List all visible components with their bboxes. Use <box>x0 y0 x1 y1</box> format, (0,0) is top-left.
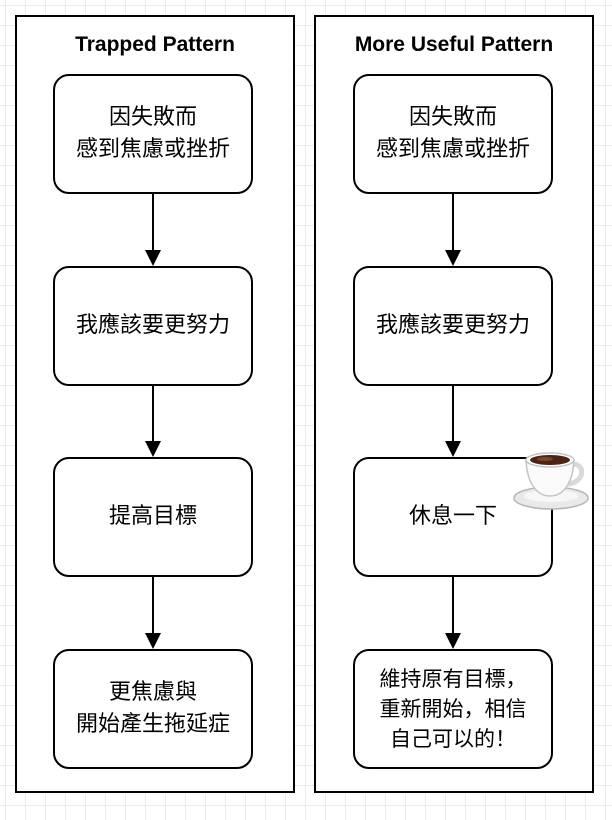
coffee-cup-icon <box>513 452 589 510</box>
panel-title-trapped: Trapped Pattern <box>75 33 235 56</box>
right-arrow-1 <box>445 194 461 266</box>
right-step-4-box: 維持原有目標， 重新開始，相信 自己可以的！ <box>353 649 553 769</box>
left-step-4-box: 更焦慮與 開始產生拖延症 <box>53 649 253 769</box>
left-arrow-3 <box>145 577 161 649</box>
right-arrow-3 <box>445 577 461 649</box>
panel-title-useful: More Useful Pattern <box>354 33 554 56</box>
right-step-1-box: 因失敗而 感到焦慮或挫折 <box>353 74 553 194</box>
left-step-2-box: 我應該要更努力 <box>53 266 253 386</box>
right-step-2-box: 我應該要更努力 <box>353 266 553 386</box>
left-step-1-box: 因失敗而 感到焦慮或挫折 <box>53 74 253 194</box>
left-step-3-box: 提高目標 <box>53 457 253 577</box>
right-step-3-box: 休息一下 <box>353 457 553 577</box>
left-arrow-1 <box>145 194 161 266</box>
left-arrow-2 <box>145 386 161 457</box>
right-arrow-2 <box>445 386 461 457</box>
